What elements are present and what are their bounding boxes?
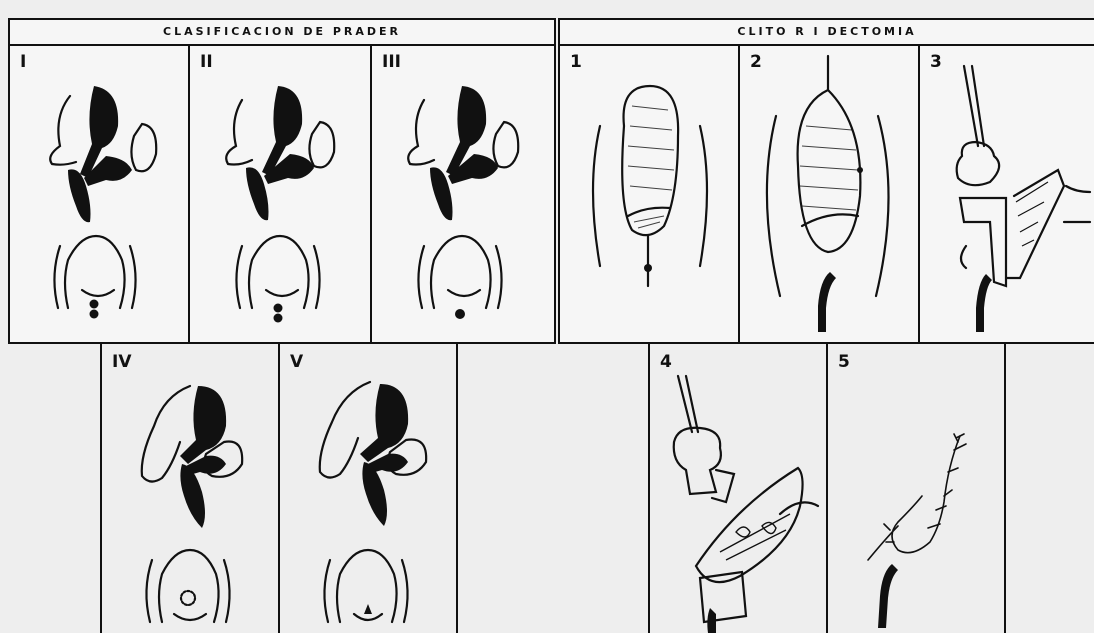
prader-stage-1: I [10, 46, 188, 342]
divider [456, 344, 458, 633]
surgery-step-3: 3 [920, 46, 1094, 342]
prader-panel-title: CLASIFICACION DE PRADER [10, 20, 554, 46]
surgery-step-1: 1 [560, 46, 738, 342]
prader-stage-4: IV [102, 346, 278, 633]
stage-3-drawing [372, 46, 554, 342]
step-2-drawing [740, 46, 918, 342]
clitoridectomia-panel-title: CLITO R I DECTOMIA [560, 20, 1094, 46]
divider [1004, 344, 1006, 633]
stage-2-drawing [190, 46, 370, 342]
stage-4-drawing [102, 346, 278, 633]
step-5-drawing [828, 346, 1004, 633]
step-1-drawing [560, 46, 738, 342]
stage-1-drawing [10, 46, 188, 342]
surgery-step-5: 5 [828, 346, 1004, 633]
surgery-step-2: 2 [740, 46, 918, 342]
step-3-drawing [920, 46, 1094, 342]
prader-stage-3: III [372, 46, 554, 342]
stage-5-drawing [280, 346, 456, 633]
prader-stage-2: II [190, 46, 370, 342]
surgery-step-4: 4 [650, 346, 826, 633]
prader-stage-5: V [280, 346, 456, 633]
step-4-drawing [650, 346, 826, 633]
